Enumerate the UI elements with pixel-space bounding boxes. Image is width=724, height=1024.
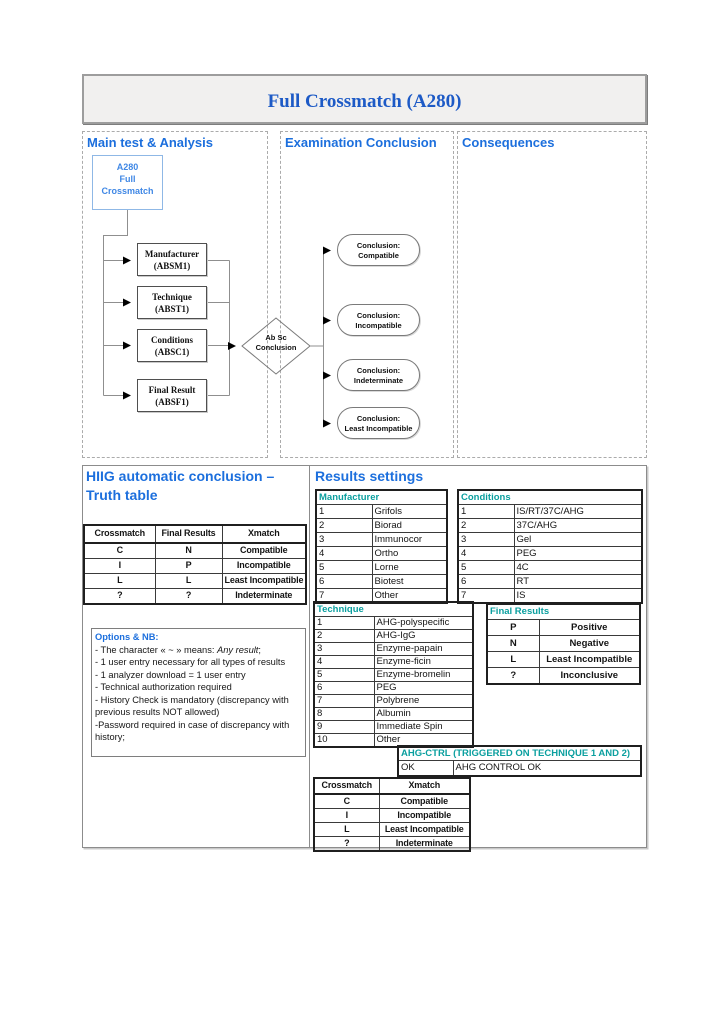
final-results-row: L Least Incompatible <box>486 651 641 668</box>
cell-code: L <box>486 651 540 668</box>
column-examination-conclusion: Examination Conclusion <box>280 131 454 458</box>
cell-label: Inconclusive <box>538 667 641 685</box>
truth-table: Crossmatch Final Results Xmatch C N Comp… <box>83 524 307 605</box>
cell-final-result: ? <box>154 588 223 605</box>
cell-label: Least Incompatible <box>378 822 471 837</box>
section-divider <box>309 466 310 847</box>
options-line: - 1 analyzer download = 1 user entry <box>95 669 246 680</box>
options-line: -Password required in case of discrepanc… <box>95 719 290 743</box>
technique-row: 10 Other <box>313 733 474 748</box>
document-title-bar: Full Crossmatch (A280) <box>82 74 647 124</box>
cell-value: Biotest <box>371 574 448 589</box>
options-line-character: - The character « ~ » means: Any result; <box>95 644 261 655</box>
options-title: Options & NB: <box>95 632 159 642</box>
final-results-row: ? Inconclusive <box>486 667 641 685</box>
cell-xmatch: Least Incompatible <box>221 573 307 589</box>
crossmatch-header-row: Crossmatch Xmatch <box>313 777 471 795</box>
cell-crossmatch: L <box>83 573 156 589</box>
manufacturer-row: 3 Immunocor <box>315 532 448 547</box>
options-line: - 1 user entry necessary for all types o… <box>95 657 286 667</box>
flow-outcome-compatible: Conclusion: Compatible <box>337 234 420 266</box>
options-line: - History Check is mandatory (discrepanc… <box>95 694 289 718</box>
flow-start-node: A280 Full Crossmatch <box>92 155 163 210</box>
cell-number: 7 <box>457 588 515 604</box>
conditions-row: 6 RT <box>457 574 643 589</box>
flow-decision-ab-sc-conclusion: Ab Sc Conclusion <box>255 333 297 352</box>
column-header-examination: Examination Conclusion <box>285 135 437 150</box>
cell-label: Indeterminate <box>378 836 471 852</box>
flow-outcome-least-incompatible: Conclusion: Least Incompatible <box>337 407 420 439</box>
technique-row: 4 Enzyme-ficin <box>313 655 474 669</box>
cell-number: 9 <box>313 720 375 734</box>
technique-row: 7 Polybrene <box>313 694 474 708</box>
crossmatch-col-xmatch: Xmatch <box>378 777 471 795</box>
conditions-row: 4 PEG <box>457 546 643 561</box>
cell-label: Least Incompatible <box>538 651 641 668</box>
cell-code: ? <box>486 667 540 685</box>
results-settings-title: Results settings <box>315 468 424 484</box>
cell-value: RT <box>513 574 643 589</box>
conditions-table: Conditions 1 IS/RT/37C/AHG 2 37C/AHG <box>457 489 643 604</box>
cell-value: Immediate Spin <box>373 720 474 734</box>
truth-table-title: HIIG automatic conclusion – Truth table <box>86 468 275 503</box>
ahg-ctrl-row: OK AHG CONTROL OK <box>397 760 642 777</box>
truth-table-row: C N Compatible <box>83 542 307 559</box>
manufacturer-row: 5 Lorne <box>315 560 448 575</box>
manufacturer-row: 1 Grifols <box>315 504 448 519</box>
final-results-table: Final Results P Positive N Negative <box>486 603 641 685</box>
ahg-ctrl-table: AHG-CTRL (TRIGGERED ON TECHNIQUE 1 AND 2… <box>397 745 642 777</box>
truth-col-final-results: Final Results <box>154 524 223 544</box>
technique-row: 2 AHG-IgG <box>313 629 474 643</box>
truth-table-row: I P Incompatible <box>83 558 307 574</box>
technique-row: 9 Immediate Spin <box>313 720 474 734</box>
cell-code: OK <box>397 760 454 777</box>
technique-row: 3 Enzyme-papain <box>313 642 474 656</box>
settings-section: HIIG automatic conclusion – Truth table … <box>82 465 647 852</box>
cell-label: AHG CONTROL OK <box>452 760 642 777</box>
crossmatch-table: Crossmatch Xmatch C Compatible I Incompa… <box>313 777 471 852</box>
flow-step-final-result: Final Result (ABSF1) <box>137 379 207 412</box>
truth-col-xmatch: Xmatch <box>221 524 307 544</box>
flow-step-manufacturer: Manufacturer (ABSM1) <box>137 243 207 276</box>
column-header-consequences: Consequences <box>462 135 555 150</box>
truth-table-row: L L Least Incompatible <box>83 573 307 589</box>
technique-table: Technique 1 AHG-polyspecific 2 AHG-IgG <box>313 601 474 748</box>
technique-row: 5 Enzyme-bromelin <box>313 668 474 682</box>
conditions-row: 7 IS <box>457 588 643 604</box>
column-header-main-test: Main test & Analysis <box>87 135 213 150</box>
flow-outcome-incompatible: Conclusion: Incompatible <box>337 304 420 336</box>
truth-table-header-row: Crossmatch Final Results Xmatch <box>83 524 307 544</box>
flow-step-technique: Technique (ABST1) <box>137 286 207 319</box>
options-line: - Technical authorization required <box>95 682 232 692</box>
conditions-row: 5 4C <box>457 560 643 575</box>
manufacturer-row: 6 Biotest <box>315 574 448 589</box>
cell-value: IS <box>513 588 643 604</box>
crossmatch-col-crossmatch: Crossmatch <box>313 777 380 795</box>
truth-table-row: ? ? Indeterminate <box>83 588 307 605</box>
cell-xmatch: Indeterminate <box>221 588 307 605</box>
flow-step-conditions: Conditions (ABSC1) <box>137 329 207 362</box>
crossmatch-row: L Least Incompatible <box>313 822 471 837</box>
crossmatch-row: ? Indeterminate <box>313 836 471 852</box>
flow-outcome-indeterminate: Conclusion: Indeterminate <box>337 359 420 391</box>
column-consequences: Consequences <box>457 131 647 458</box>
page-title: Full Crossmatch (A280) <box>267 91 462 112</box>
technique-row: 6 PEG <box>313 681 474 695</box>
manufacturer-table: Manufacturer 1 Grifols 2 Biorad <box>315 489 448 604</box>
options-nb-box: Options & NB: - The character « ~ » mean… <box>91 628 306 757</box>
column-main-test: Main test & Analysis <box>82 131 268 458</box>
cell-number: 6 <box>315 574 373 589</box>
